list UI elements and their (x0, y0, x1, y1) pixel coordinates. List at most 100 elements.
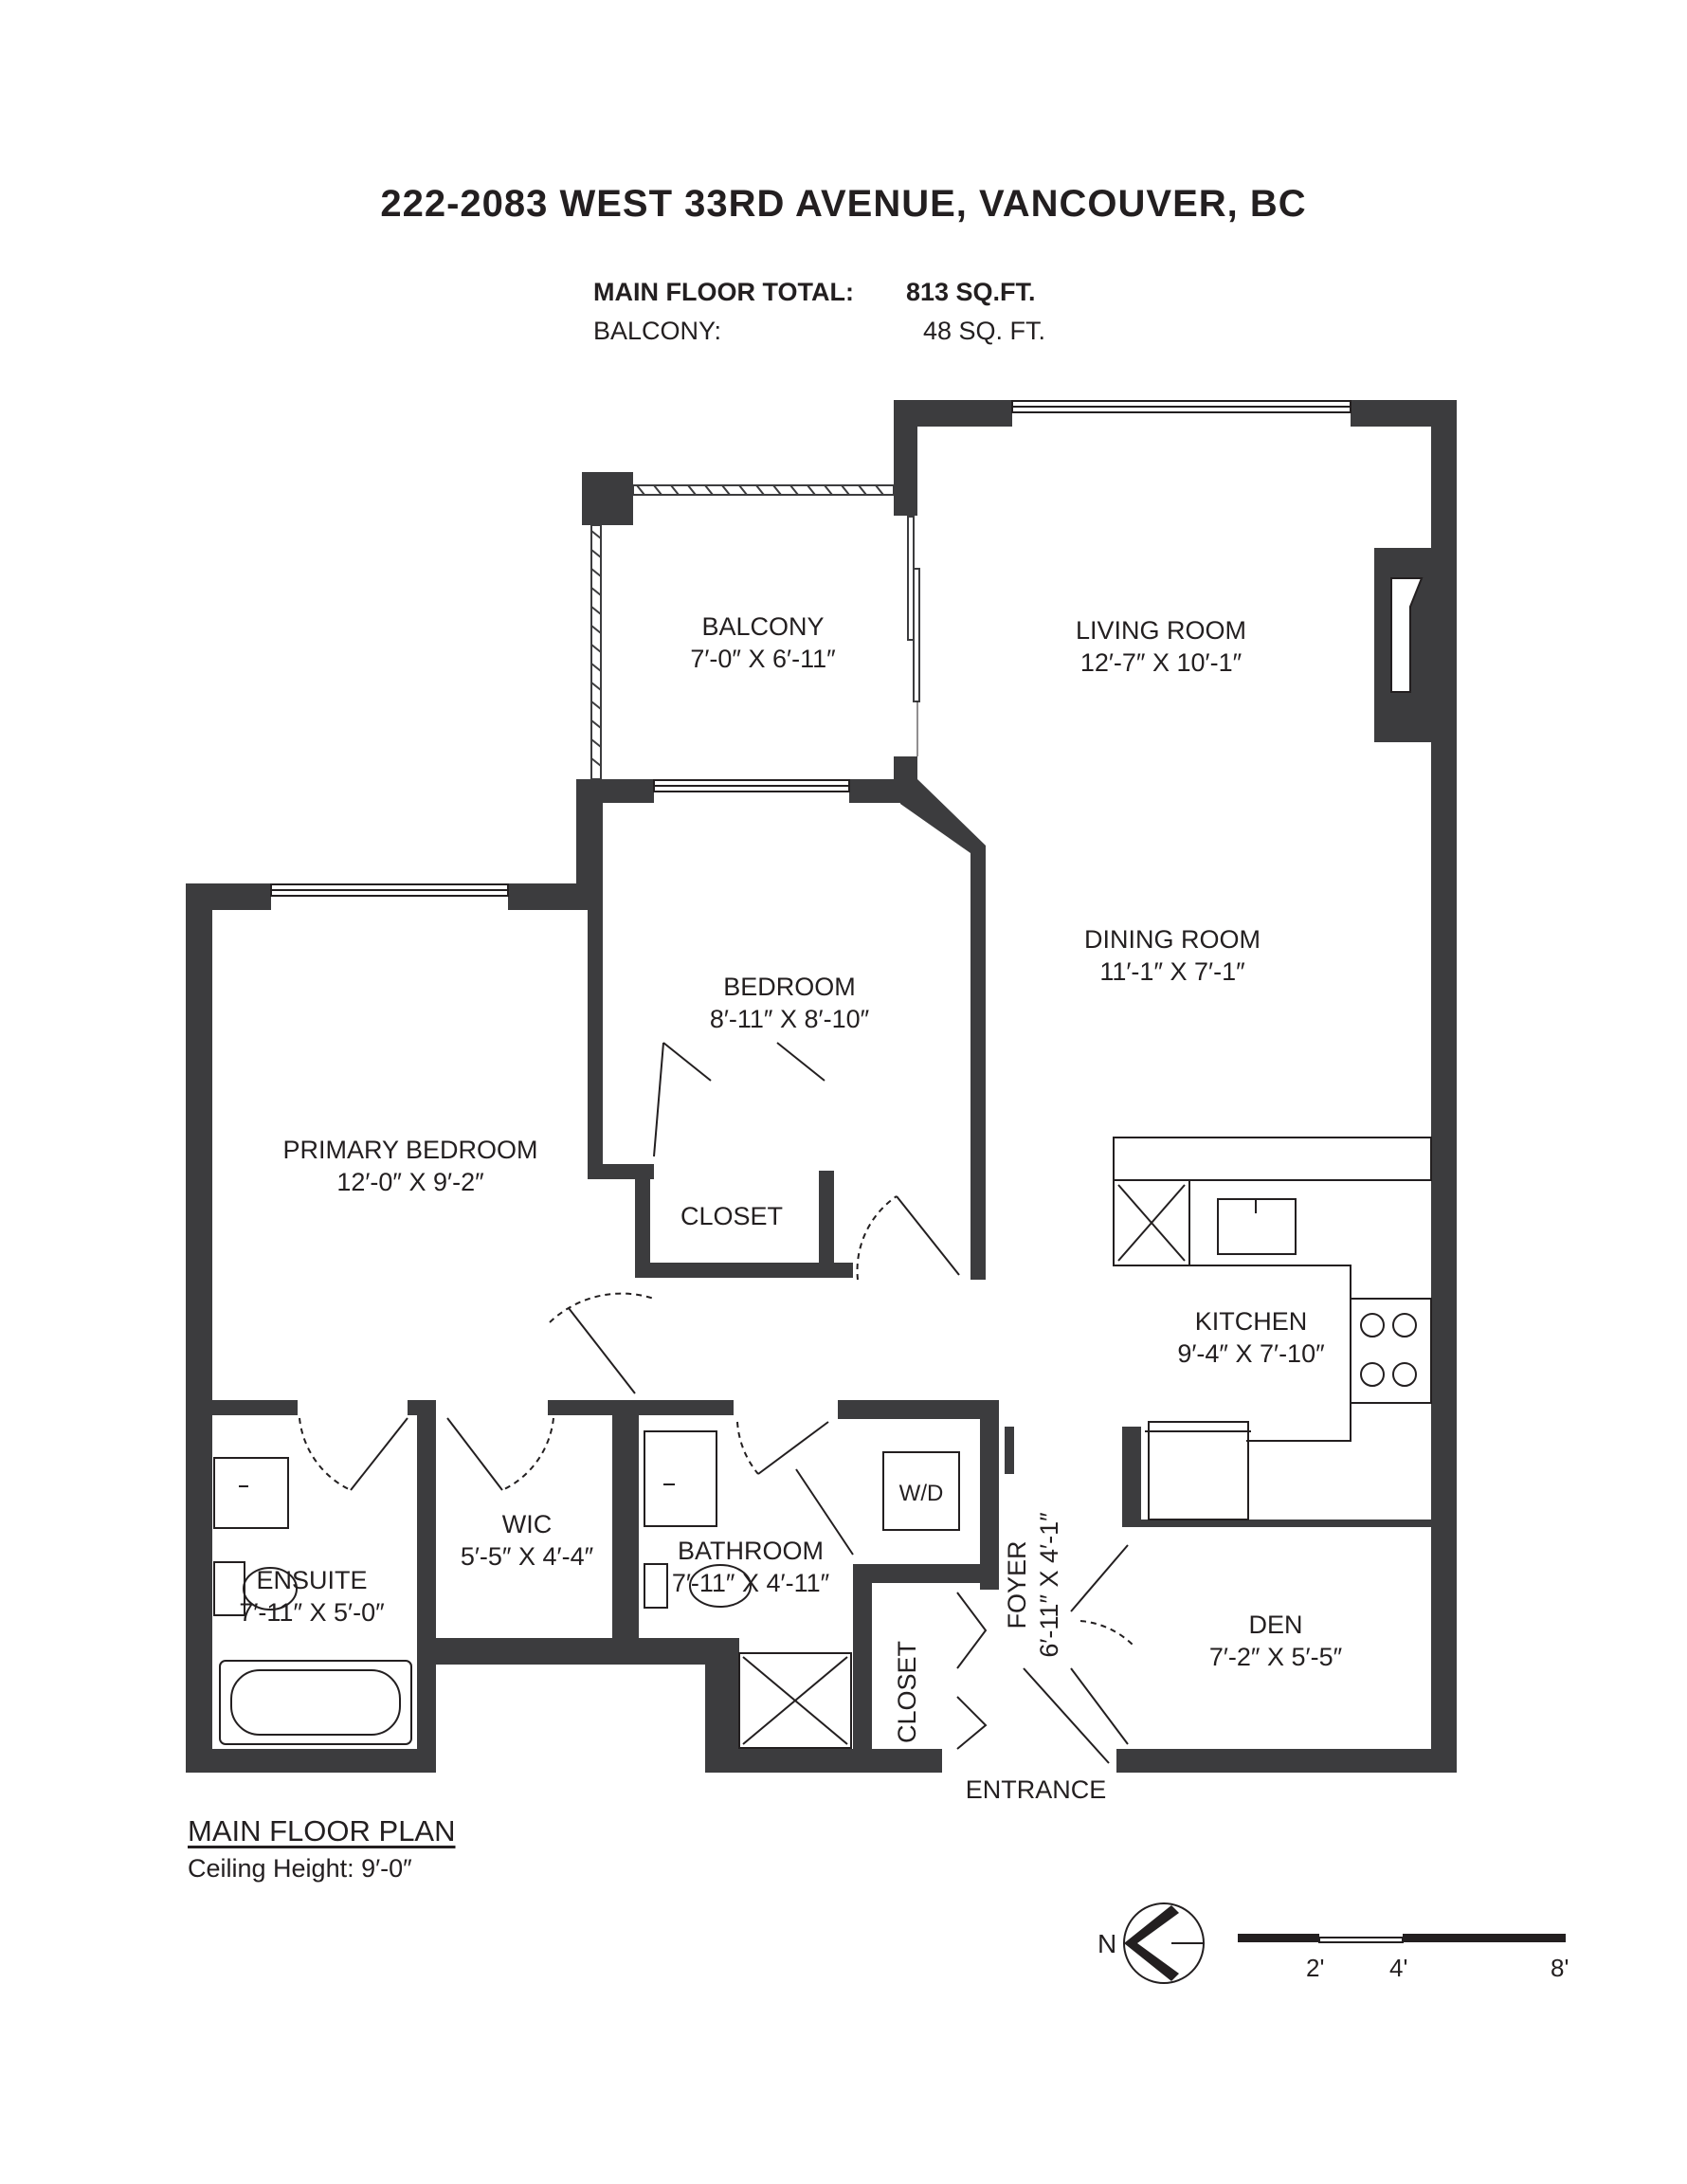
wall-segment (1122, 1520, 1457, 1527)
burner (1360, 1362, 1385, 1387)
scale-segment (1403, 1934, 1566, 1942)
main-floor-total-row: MAIN FLOOR TOTAL: 813 SQ.FT. (593, 273, 1045, 312)
wall-segment (212, 1400, 298, 1415)
kitchen-dims: 9′-4″ X 7′-10″ (1177, 1339, 1325, 1368)
wall-segment (417, 1400, 436, 1773)
foyer-closet-label: CLOSET (893, 1641, 921, 1743)
living-room-dims: 12′-7″ X 10′-1″ (1080, 648, 1243, 677)
wall-segment (508, 883, 603, 910)
balcony-area-label: BALCONY: (593, 317, 722, 345)
door-leaf (350, 1417, 408, 1491)
refrigerator (1148, 1421, 1249, 1520)
bathroom-dims: 7′-11″ X 4′-11″ (672, 1569, 830, 1597)
wall-segment (635, 1263, 853, 1278)
door-swing (1079, 1620, 1134, 1646)
den-dims: 7′-2″ X 5′-5″ (1209, 1643, 1343, 1671)
sink-icon (644, 1430, 717, 1527)
balcony-label: BALCONY (701, 612, 824, 641)
wall-segment (819, 1171, 834, 1278)
wall-segment (612, 1400, 639, 1651)
burner (1392, 1362, 1417, 1387)
wall-segment (838, 1400, 999, 1419)
balcony-dims: 7′-0″ X 6′-11″ (690, 645, 836, 673)
wall-segment (900, 779, 986, 1280)
railing-hatch (590, 530, 602, 767)
wall-segment (186, 883, 212, 1773)
scale-bar-icon: 2' 4' 8' (1238, 1934, 1569, 1982)
wall-segment (1116, 1749, 1457, 1773)
ensuite-label: ENSUITE (256, 1566, 367, 1594)
burner (1392, 1313, 1417, 1338)
wall-segment (576, 779, 603, 893)
wall-segment (853, 1569, 872, 1664)
kitchen-counter (1188, 1180, 1351, 1442)
toilet-icon (644, 1563, 668, 1609)
wall-segment (1005, 1427, 1014, 1474)
burner (1360, 1313, 1385, 1338)
property-address-title: 222-2083 WEST 33RD AVENUE, VANCOUVER, BC (380, 183, 1307, 225)
windows (270, 400, 1351, 897)
kitchen-label: KITCHEN (1195, 1307, 1308, 1336)
stove-icon (1350, 1298, 1432, 1404)
bedroom-closet-label: CLOSET (680, 1202, 783, 1230)
ensuite-dims: 7′-11″ X 5′-0″ (239, 1598, 385, 1627)
bath-fixtures (213, 1430, 960, 1749)
north-label: N (1097, 1929, 1116, 1958)
wall-segment (639, 1400, 734, 1415)
den-door-leaf (1070, 1544, 1129, 1612)
wic-dims: 5′-5″ X 4′-4″ (461, 1542, 594, 1571)
bedroom-dims: 8′-11″ X 8′-10″ (710, 1005, 870, 1033)
wall-segment (1431, 400, 1457, 1772)
closet-door (662, 1042, 712, 1082)
scale-segment (1318, 1937, 1404, 1943)
wic-label: WIC (502, 1510, 552, 1538)
bathroom-label: BATHROOM (678, 1537, 824, 1565)
balcony-area-value: 48 SQ. FT. (923, 317, 1046, 345)
door-leaf (446, 1417, 503, 1491)
doors (299, 1042, 1134, 1764)
scale-label-4: 4' (1389, 1954, 1407, 1982)
wall-segment (186, 1749, 436, 1773)
door-swing (736, 1421, 759, 1475)
wall-segment (588, 893, 603, 1177)
primary-bedroom-dims: 12′-0″ X 9′-2″ (336, 1168, 484, 1196)
wall-segment (894, 400, 917, 516)
toilet-bowl (689, 1564, 752, 1608)
closet-door (653, 1042, 825, 1157)
north-arrow-pointer (1124, 1905, 1179, 1981)
living-room-label: LIVING ROOM (1076, 616, 1246, 645)
foyer-dims: 6′-11″ X 4′-1″ (1035, 1512, 1063, 1658)
washer-dryer (882, 1451, 960, 1531)
scale-segment (1238, 1934, 1319, 1942)
door-leaf (795, 1468, 854, 1556)
wall-segment (1122, 1427, 1141, 1525)
dining-room-dims: 11′-1″ X 7′-1″ (1099, 957, 1245, 986)
area-summary: MAIN FLOOR TOTAL: 813 SQ.FT. BALCONY: 48… (593, 273, 1045, 351)
dining-room-label: DINING ROOM (1084, 925, 1261, 954)
balcony-area-row: BALCONY: 48 SQ. FT. (593, 312, 1045, 351)
door-swing (856, 1195, 898, 1281)
room-labels: BALCONY 7′-0″ X 6′-11″ LIVING ROOM 12′-7… (239, 612, 1342, 1804)
north-arrow-icon: N (1097, 1902, 1205, 1984)
toilet-bowl (243, 1567, 298, 1611)
counter-diagonal (1117, 1184, 1186, 1262)
main-floor-total-value: 813 SQ.FT. (906, 278, 1036, 306)
wall-segment (417, 1638, 739, 1665)
door-swing (299, 1417, 352, 1491)
wall-segment (705, 1749, 942, 1773)
wall-segment (853, 1564, 999, 1583)
door-leaf (757, 1421, 829, 1475)
closet-door (956, 1696, 988, 1750)
bedroom-label: BEDROOM (723, 973, 856, 1001)
den-door-leaf (1070, 1667, 1129, 1745)
kitchen-fixtures (1113, 1137, 1432, 1520)
primary-bedroom-label: PRIMARY BEDROOM (282, 1136, 537, 1164)
washer-dryer-label: W/D (899, 1481, 944, 1506)
wall-segment (980, 1400, 999, 1590)
wall-segment (853, 1649, 872, 1773)
foyer-label: FOYER (1003, 1540, 1031, 1629)
sliding-door (913, 568, 920, 702)
shower-icon (738, 1652, 852, 1749)
door-leaf (568, 1307, 636, 1394)
